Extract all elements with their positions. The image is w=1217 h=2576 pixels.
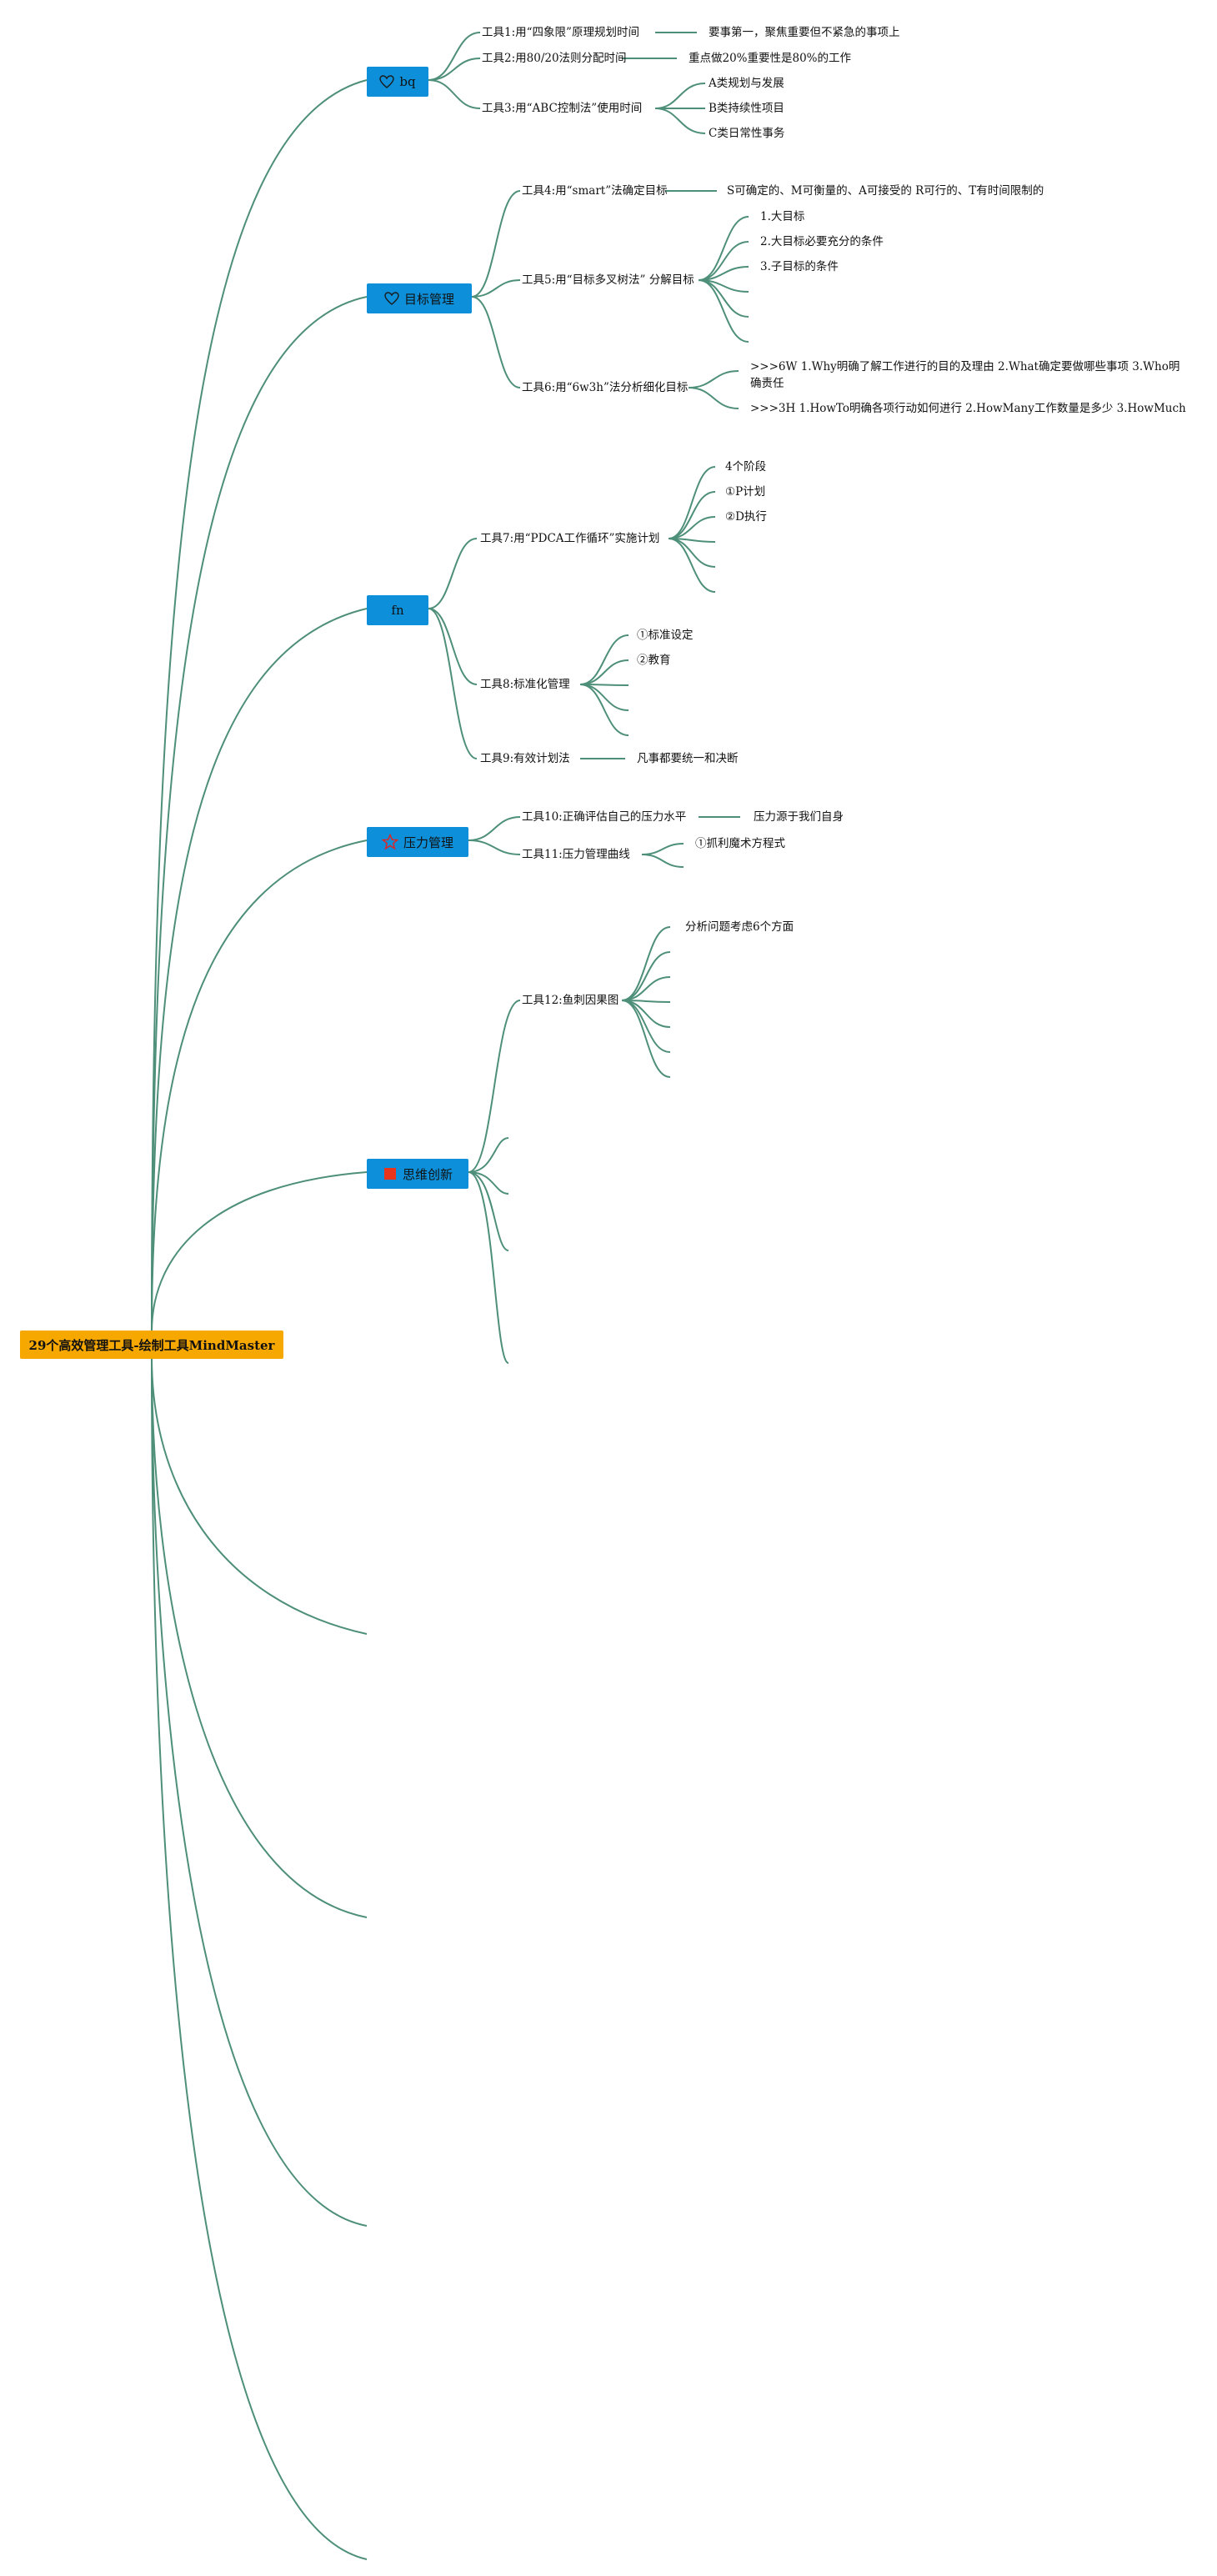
node-tool-6-3h[interactable]: >>>3H 1.HowTo明确各项行动如何进行 2.HowMany工作数量是多少…: [750, 402, 1186, 415]
node-tool-5-a[interactable]: 1.大目标: [760, 210, 805, 223]
node-tool-4[interactable]: 工具4:用“smart”法确定目标: [522, 184, 668, 198]
heart-icon: [379, 75, 395, 88]
node-tool-7-b[interactable]: ①P计划: [725, 485, 766, 499]
heart-icon: [384, 292, 399, 305]
node-tool-8-b[interactable]: ②教育: [637, 654, 671, 667]
topic-label: fn: [391, 603, 404, 618]
node-tool-6[interactable]: 工具6:用“6w3h”法分析细化目标: [522, 381, 689, 394]
node-tool-12[interactable]: 工具12:鱼刺因果图: [522, 994, 619, 1007]
topic-thinking-innovation[interactable]: 思维创新: [367, 1159, 468, 1189]
node-tool-9[interactable]: 工具9:有效计划法: [480, 752, 570, 765]
node-tool-10-detail[interactable]: 压力源于我们自身: [754, 810, 844, 824]
topic-goal-management[interactable]: 目标管理: [367, 283, 472, 313]
star-icon: [381, 834, 398, 850]
node-tool-5-b[interactable]: 2.大目标必要充分的条件: [760, 235, 884, 248]
node-tool-11-detail[interactable]: ①抓利魔术方程式: [695, 837, 785, 850]
node-tool-8[interactable]: 工具8:标准化管理: [480, 678, 570, 691]
node-tool-7-a[interactable]: 4个阶段: [725, 460, 767, 474]
node-tool-8-a[interactable]: ①标准设定: [637, 629, 694, 642]
topic-label: bq: [399, 74, 416, 89]
node-tool-2-detail[interactable]: 重点做20%重要性是80%的工作: [689, 52, 852, 65]
node-tool-4-detail[interactable]: S可确定的、M可衡量的、A可接受的 R可行的、T有时间限制的: [727, 184, 1044, 198]
topic-label: 压力管理: [403, 834, 453, 850]
topic-fn[interactable]: fn: [367, 595, 428, 625]
node-tool-1-detail[interactable]: 要事第一，聚焦重要但不紧急的事项上: [709, 26, 900, 39]
node-tool-2[interactable]: 工具2:用80/20法则分配时间: [482, 52, 627, 65]
node-tool-1[interactable]: 工具1:用“四象限”原理规划时间: [482, 26, 639, 39]
topic-label: 思维创新: [402, 1166, 453, 1182]
topic-stress-management[interactable]: 压力管理: [367, 827, 468, 857]
topic-bq[interactable]: bq: [367, 67, 428, 97]
node-tool-6-6w[interactable]: >>>6W 1.Why明确了解工作进行的目的及理由 2.What确定要做哪些事项…: [750, 360, 1180, 390]
node-tool-3[interactable]: 工具3:用“ABC控制法”使用时间: [482, 102, 643, 115]
flag-icon: [383, 1168, 396, 1180]
node-tool-9-detail[interactable]: 凡事都要统一和决断: [637, 752, 739, 765]
node-tool-10[interactable]: 工具10:正确评估自己的压力水平: [522, 810, 687, 824]
node-tool-5[interactable]: 工具5:用“目标多叉树法” 分解目标: [522, 273, 694, 287]
root-topic-label: 29个高效管理工具-绘制工具MindMaster: [28, 1337, 275, 1353]
node-tool-7[interactable]: 工具7:用“PDCA工作循环”实施计划: [480, 532, 660, 545]
node-tool-12-detail[interactable]: 分析问题考虑6个方面: [685, 920, 794, 934]
node-tool-3-c[interactable]: C类日常性事务: [709, 127, 785, 140]
node-tool-5-c[interactable]: 3.子目标的条件: [760, 260, 839, 273]
node-tool-3-a[interactable]: A类规划与发展: [709, 77, 784, 90]
node-tool-7-c[interactable]: ②D执行: [725, 510, 767, 524]
root-topic[interactable]: 29个高效管理工具-绘制工具MindMaster: [20, 1331, 283, 1359]
node-tool-3-b[interactable]: B类持续性项目: [709, 102, 784, 115]
topic-label: 目标管理: [403, 291, 454, 307]
node-tool-11[interactable]: 工具11:压力管理曲线: [522, 848, 630, 861]
